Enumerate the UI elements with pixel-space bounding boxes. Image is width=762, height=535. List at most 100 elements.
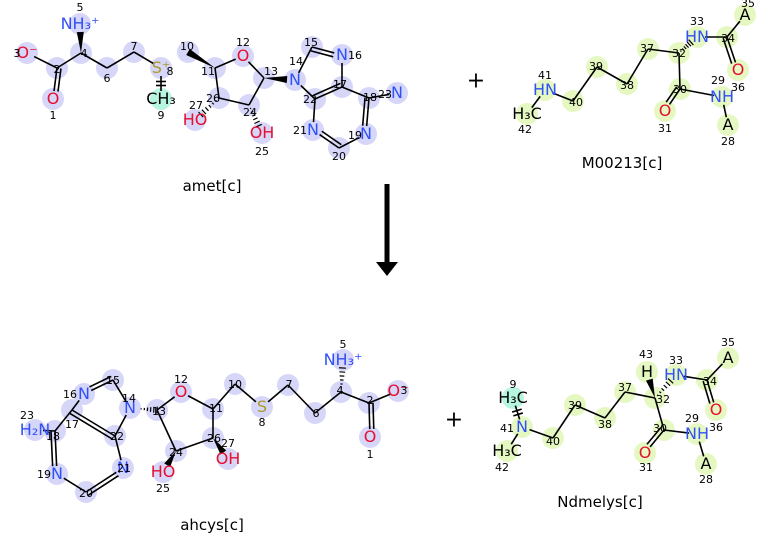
- hash-bond: [658, 391, 662, 394]
- hash-bond: [204, 106, 209, 112]
- bond: [218, 97, 250, 106]
- bond: [647, 48, 680, 54]
- bond: [90, 379, 114, 392]
- atom-number: 3: [401, 384, 408, 397]
- atom-highlight: [705, 399, 727, 421]
- atom-highlight: [332, 349, 354, 371]
- atom-number: 38: [620, 79, 634, 92]
- hash-bond: [686, 41, 692, 47]
- atom-label: N: [78, 384, 90, 403]
- atom-number: 34: [703, 375, 717, 388]
- hash-bond: [667, 378, 674, 384]
- atom-highlight: [496, 440, 518, 462]
- bond: [529, 428, 554, 439]
- atom-number: 20: [79, 487, 93, 500]
- bond: [340, 391, 370, 404]
- double-bond: [57, 68, 62, 92]
- bond-marker: [513, 412, 524, 417]
- molecule-m00213: A28NH2930O3132HN3334A35O3637383940HN41H₃…: [512, 0, 756, 148]
- atom-number: 2: [367, 394, 374, 407]
- bond: [726, 36, 737, 63]
- bond: [626, 48, 649, 85]
- double-bond: [702, 380, 711, 404]
- atom-label: N: [117, 458, 129, 477]
- bond: [156, 396, 176, 411]
- atom-number: 18: [46, 430, 60, 443]
- atom-highlight: [69, 13, 91, 35]
- atom-number: 41: [538, 69, 552, 82]
- plus-sign-reactants: +: [466, 68, 486, 94]
- double-bond: [50, 431, 54, 467]
- atom-number: 18: [363, 91, 377, 104]
- atom-label: O: [175, 382, 188, 401]
- atom-label: A: [740, 5, 751, 24]
- atom-number: 6: [313, 407, 320, 420]
- atom-highlight: [46, 463, 68, 485]
- atom-number: 41: [500, 422, 514, 435]
- wedge-bond: [646, 378, 655, 398]
- atom-number: 3: [14, 47, 21, 60]
- atom-number: 30: [653, 422, 667, 435]
- atom-number: 28: [721, 135, 735, 148]
- molecule-name-ndmelys: Ndmelys[c]: [557, 493, 643, 511]
- atom-number: 21: [117, 462, 131, 475]
- bond: [156, 409, 177, 452]
- atom-number: 26: [207, 432, 221, 445]
- bond: [311, 46, 335, 54]
- bond: [698, 441, 705, 457]
- atom-label: HN: [533, 80, 557, 99]
- double-bond: [361, 97, 366, 126]
- atom-number: 35: [721, 336, 735, 349]
- atom-number: 21: [293, 124, 307, 137]
- atom-number: 14: [289, 55, 303, 68]
- atom-number: 25: [156, 482, 170, 495]
- reaction-arrow-head: [376, 262, 398, 276]
- bond: [678, 52, 681, 90]
- bond: [624, 391, 656, 399]
- bond: [106, 51, 135, 69]
- atom-label: N: [289, 70, 301, 89]
- atom-number: 33: [690, 15, 704, 28]
- atom-label: A: [723, 348, 734, 367]
- hash-bond: [683, 45, 687, 50]
- atom-number: 31: [639, 461, 653, 474]
- atom-highlight: [170, 381, 192, 403]
- bond: [56, 52, 82, 69]
- atom-number: 37: [618, 381, 632, 394]
- bond: [552, 404, 576, 439]
- atom-number: 11: [209, 402, 223, 415]
- atom-number: 1: [50, 109, 57, 122]
- atom-number: 23: [378, 88, 392, 101]
- bond: [574, 404, 606, 419]
- atom-number: 42: [518, 123, 532, 136]
- atom-number: 24: [169, 446, 183, 459]
- hash-bond: [661, 387, 665, 392]
- molecule-name-m00213: M00213[c]: [581, 154, 663, 172]
- atom-highlight: [516, 103, 538, 125]
- bond: [683, 375, 708, 381]
- atom-highlight: [734, 4, 756, 26]
- bond: [287, 384, 316, 414]
- atom-number: 35: [741, 0, 755, 10]
- atom-number: 20: [332, 150, 346, 163]
- atom-highlight: [42, 88, 64, 110]
- atom-label: H₃C: [512, 104, 542, 123]
- atom-label: NH: [710, 87, 734, 106]
- atom-number: 4: [81, 47, 88, 60]
- atom-number: 15: [106, 374, 120, 387]
- atom-highlight: [232, 45, 254, 67]
- atom-highlight: [686, 423, 708, 445]
- atom-label: A: [723, 115, 734, 134]
- atom-label: O: [47, 89, 60, 108]
- bond: [214, 58, 236, 69]
- bond: [668, 88, 681, 105]
- molecule-ndmelys: H₃C9A28NH2930O3132HN3334A35O3637383940N4…: [492, 336, 739, 486]
- plus-sign-products: +: [444, 407, 464, 433]
- atom-number: 43: [639, 348, 653, 361]
- atom-number: 10: [228, 378, 242, 391]
- atom-label: OH: [250, 123, 275, 142]
- atom-number: 19: [37, 468, 51, 481]
- atom-number: 22: [110, 430, 124, 443]
- atom-highlight: [302, 119, 324, 141]
